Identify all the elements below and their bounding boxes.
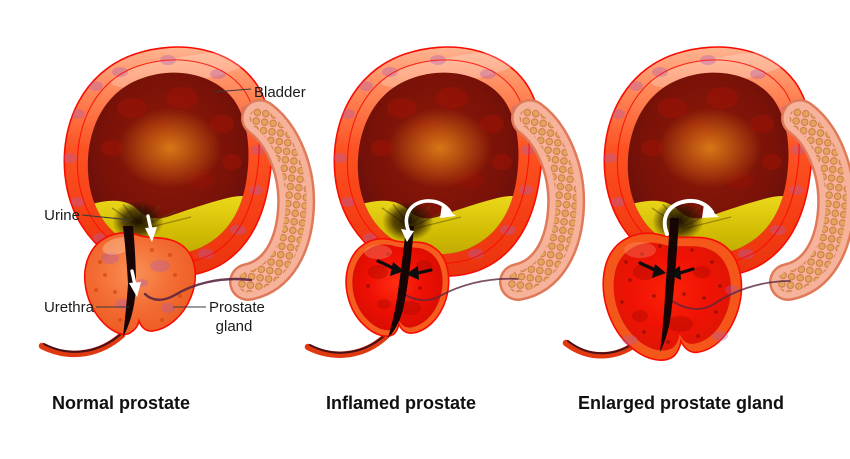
- bladder-illustration: [333, 45, 542, 277]
- caption-normal: Normal prostate: [52, 393, 190, 413]
- urine-backflow-arrow: [401, 199, 456, 242]
- caption-inflamed: Inflamed prostate: [326, 393, 476, 413]
- urine-flow-arrows: [129, 214, 157, 297]
- ejaculatory-duct: [399, 277, 519, 302]
- urethra-tail: [304, 332, 390, 358]
- panel-enlarged: [562, 45, 836, 361]
- bladder-label: Bladder: [254, 84, 306, 101]
- caption-row: Normal prostate Inflamed prostate Enlarg…: [52, 393, 784, 413]
- urine-leader-line: [81, 214, 132, 221]
- urethra-channel: [123, 226, 136, 337]
- urethra-channel: [388, 226, 414, 338]
- prostate-gland-label-line2: gland: [216, 318, 253, 335]
- panel-inflamed: [304, 45, 566, 358]
- prostate-texture: [364, 245, 432, 322]
- prostate-texture: [620, 242, 739, 345]
- annotation-layer: Bladder Urine Urethra Prostate gland: [44, 84, 306, 335]
- urethra-label: Urethra: [44, 299, 95, 316]
- urethra-channel: [660, 218, 679, 352]
- compression-arrows: [638, 261, 695, 280]
- bladder-leader-line: [213, 88, 252, 93]
- ejaculatory-duct: [143, 277, 253, 301]
- compression-arrows: [376, 259, 433, 280]
- ejaculatory-duct: [667, 280, 791, 310]
- panel-normal: [38, 45, 296, 358]
- urethra-tail: [38, 331, 126, 358]
- prostate-gland-label-line1: Prostate: [209, 299, 265, 316]
- caption-enlarged: Enlarged prostate gland: [578, 393, 784, 413]
- urine-backflow-arrow: [662, 198, 719, 236]
- urine-label: Urine: [44, 207, 80, 224]
